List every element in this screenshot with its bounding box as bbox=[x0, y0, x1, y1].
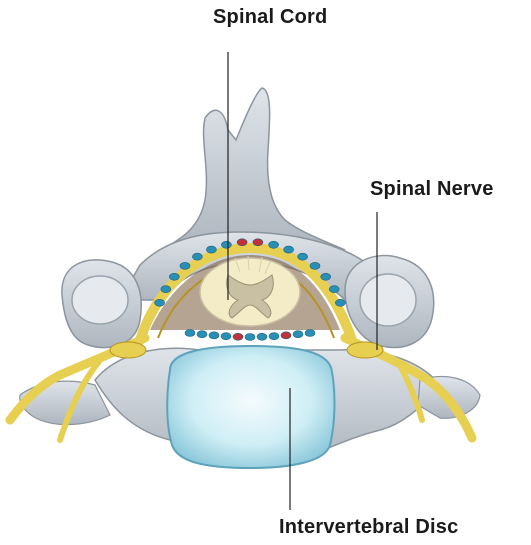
vessel-dot bbox=[209, 332, 219, 339]
vessel-dot bbox=[169, 273, 179, 280]
vessel-dot bbox=[206, 246, 216, 253]
vessel-dot bbox=[197, 331, 207, 338]
right-facet bbox=[360, 274, 416, 326]
vessel-dot bbox=[245, 334, 255, 341]
vessel-dot bbox=[161, 286, 171, 293]
spinous-process bbox=[160, 88, 345, 250]
vessel-dot bbox=[335, 299, 345, 306]
vessel-dot bbox=[237, 239, 247, 246]
vessel-dot bbox=[221, 241, 231, 248]
vessel-dot bbox=[293, 331, 303, 338]
vessel-dot bbox=[321, 273, 331, 280]
vessel-dot bbox=[284, 246, 294, 253]
vessel-dot bbox=[329, 286, 339, 293]
vessel-dot bbox=[281, 332, 291, 339]
vessel-dot bbox=[221, 333, 231, 340]
vessel-dot bbox=[253, 239, 263, 246]
vessel-dot bbox=[269, 241, 279, 248]
vessel-dot bbox=[310, 262, 320, 269]
vessel-dot bbox=[305, 330, 315, 337]
vessel-dot bbox=[257, 333, 267, 340]
vessel-dot bbox=[180, 262, 190, 269]
spinal-nerve-label: Spinal Nerve bbox=[370, 178, 494, 201]
vessel-dot bbox=[233, 333, 243, 340]
vessel-dot bbox=[298, 253, 308, 260]
spinal-cord-label: Spinal Cord bbox=[213, 6, 327, 29]
vessel-dot bbox=[192, 253, 202, 260]
vessel-dot bbox=[185, 330, 195, 337]
vessel-dot bbox=[269, 333, 279, 340]
left-facet bbox=[72, 276, 128, 324]
intervertebral-disc bbox=[167, 346, 334, 468]
vessel-dot bbox=[155, 299, 165, 306]
intervertebral-disc-label: Intervertebral Disc bbox=[279, 516, 458, 539]
